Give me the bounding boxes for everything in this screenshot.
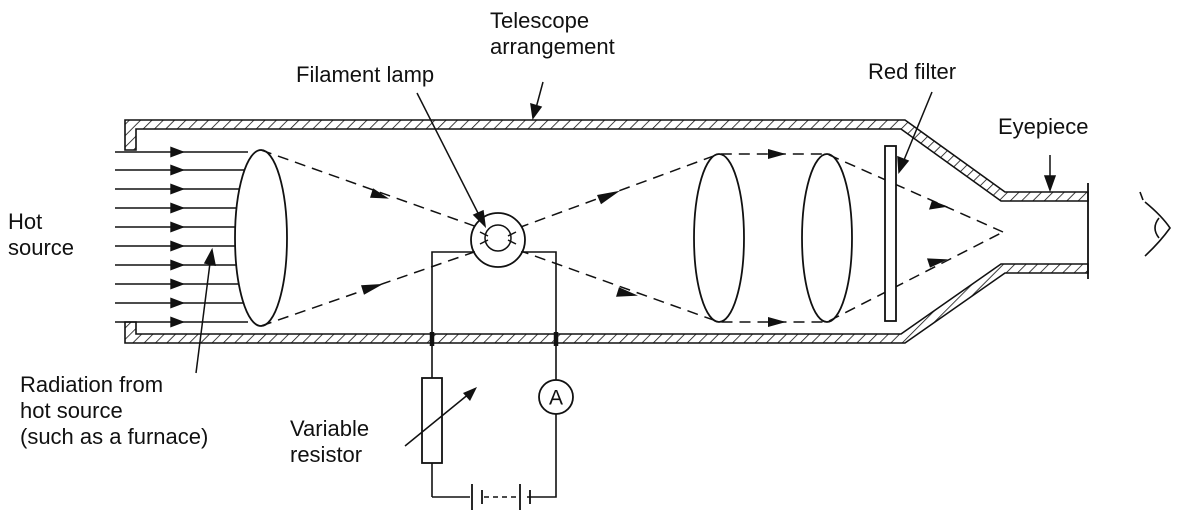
variable-resistor-label-line-1: Variable	[290, 416, 370, 441]
telescope-label-line-1: Telescope	[490, 8, 590, 33]
telescope-arrangement-label: Telescope arrangement	[490, 8, 615, 60]
ammeter-letter: A	[549, 387, 563, 410]
ammeter: A	[538, 379, 574, 415]
radiation-label-line-1: Radiation from	[20, 372, 164, 397]
radiation-arrows	[115, 146, 248, 328]
battery	[471, 484, 531, 510]
hot-source-label: Hot source	[8, 209, 74, 261]
radiation-label-line-3: (such as a furnace)	[20, 424, 209, 449]
lamp-circuit	[429, 251, 559, 498]
leader-lines	[195, 81, 1057, 374]
telescope-label-line-2: arrangement	[490, 34, 615, 59]
hot-source-label-line-2: source	[8, 235, 75, 260]
tube-top-wall	[124, 119, 1089, 202]
red-filter-label: Red filter	[868, 59, 957, 84]
filament-lamp-label: Filament lamp	[296, 62, 435, 87]
ray-direction-arrows	[361, 149, 948, 327]
radiation-label: Radiation from hot source (such as a fur…	[20, 372, 208, 450]
variable-resistor	[404, 377, 477, 464]
objective-lens	[234, 149, 288, 327]
eyepiece-lens-1	[693, 153, 745, 323]
eye-icon	[1139, 191, 1171, 257]
variable-resistor-label-line-2: resistor	[290, 442, 363, 467]
eyepiece-lens-2	[801, 153, 853, 323]
eyepiece-label: Eyepiece	[998, 114, 1089, 139]
radiation-label-line-2: hot source	[20, 398, 123, 423]
red-filter	[884, 145, 897, 322]
variable-resistor-label: Variable resistor	[290, 416, 369, 468]
hot-source-label-line-1: Hot	[8, 209, 43, 234]
